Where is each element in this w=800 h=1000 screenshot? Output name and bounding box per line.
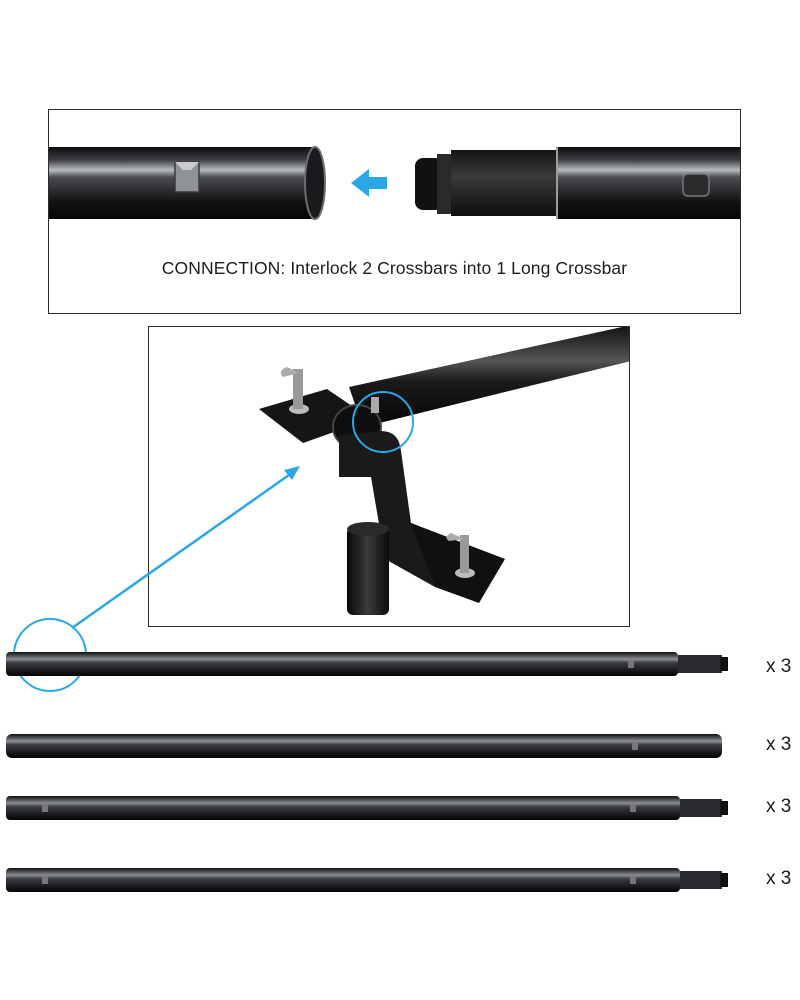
left-tube-end [304,146,326,220]
connection-caption: CONNECTION: Interlock 2 Crossbars into 1… [161,258,628,278]
rod-2 [6,734,722,758]
rod-4 [6,868,728,892]
rod-1-quantity: x 3 [766,656,792,677]
right-plate [411,523,505,603]
rod-3 [6,796,728,820]
bracket-illustration [259,327,629,615]
rod-3-quantity: x 3 [766,796,792,817]
plug-cap [415,158,443,210]
rod-1 [6,652,728,676]
connection-panel: CONNECTION: Interlock 2 Crossbars into 1… [48,109,741,314]
crossbar-tube [349,327,629,427]
tube-slot [682,173,710,197]
insert-arrow-icon [351,169,387,197]
detail-circle-icon [352,391,414,453]
stand-post [347,527,389,615]
foam-sleeve [451,150,559,216]
rod-4-quantity: x 3 [766,868,792,889]
left-plate [259,389,371,443]
connection-illustration [49,146,740,220]
rod-2-quantity: x 3 [766,734,792,755]
